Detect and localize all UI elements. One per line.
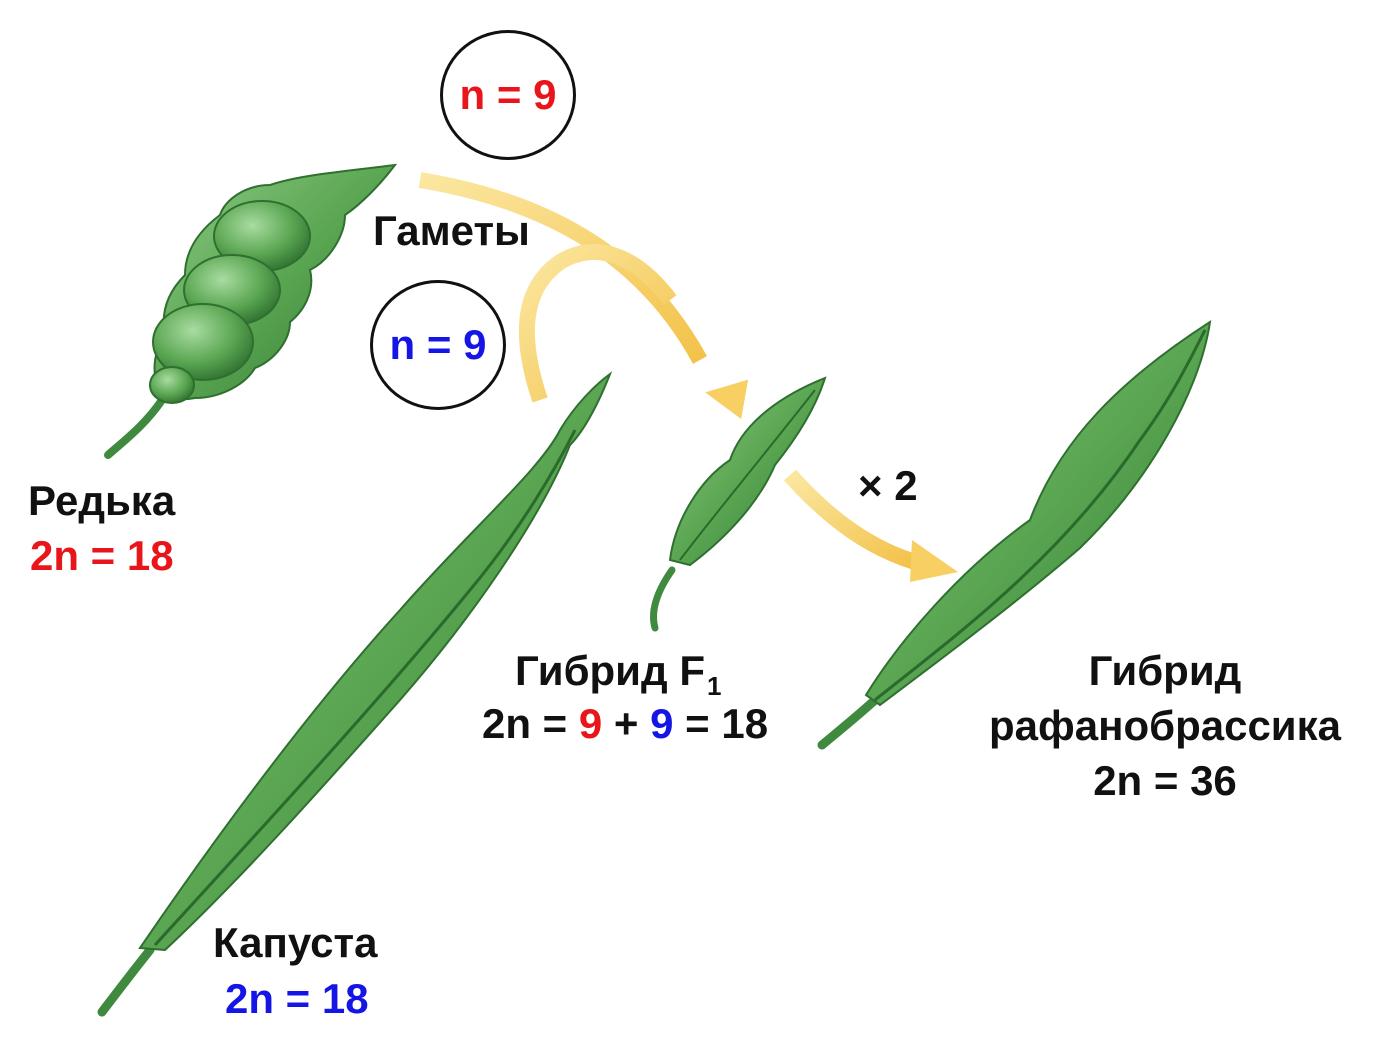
raphanobrassica-chromosomes: 2n = 36 bbox=[1093, 757, 1237, 804]
radish-chromosomes: 2n = 18 bbox=[30, 532, 174, 579]
raphanobrassica-line2: рафанобрассика bbox=[988, 702, 1342, 749]
f1-formula-red: 9 bbox=[578, 700, 603, 747]
gamete-arrow-red bbox=[418, 172, 749, 420]
cabbage-chromosomes: 2n = 18 bbox=[225, 975, 369, 1022]
raphanobrassica-line1: Гибрид bbox=[1088, 647, 1242, 694]
raphanobrassica-pod bbox=[817, 319, 1212, 750]
f1-subscript: 1 bbox=[706, 671, 722, 701]
doubling-arrow bbox=[784, 469, 958, 582]
gamete-circle-radish: n = 9 bbox=[440, 30, 576, 160]
f1-formula-suffix: = 18 bbox=[673, 700, 769, 747]
gamete-label-cabbage: n = 9 bbox=[389, 321, 487, 368]
f1-formula-plus: + bbox=[602, 700, 651, 747]
cabbage-name: Капуста bbox=[213, 919, 378, 966]
radish-name: Редька bbox=[28, 477, 176, 524]
gamete-circle-cabbage: n = 9 bbox=[370, 280, 506, 410]
f1-hybrid-name: Гибрид F1 bbox=[515, 647, 722, 701]
cabbage-pod bbox=[97, 371, 613, 1017]
doubling-label: × 2 bbox=[858, 462, 918, 509]
f1-hybrid-name-text: Гибрид F bbox=[515, 647, 705, 694]
gamete-label-radish: n = 9 bbox=[459, 71, 557, 118]
f1-formula-prefix: 2n = bbox=[482, 700, 579, 747]
gametes-label: Гаметы bbox=[373, 207, 530, 254]
gamete-arrow-blue bbox=[518, 244, 677, 403]
f1-hybrid-formula: 2n = 9 + 9 = 18 bbox=[482, 703, 768, 745]
f1-formula-blue: 9 bbox=[650, 700, 674, 747]
f1-hybrid-pod bbox=[650, 376, 827, 632]
radish-pod bbox=[104, 163, 398, 459]
